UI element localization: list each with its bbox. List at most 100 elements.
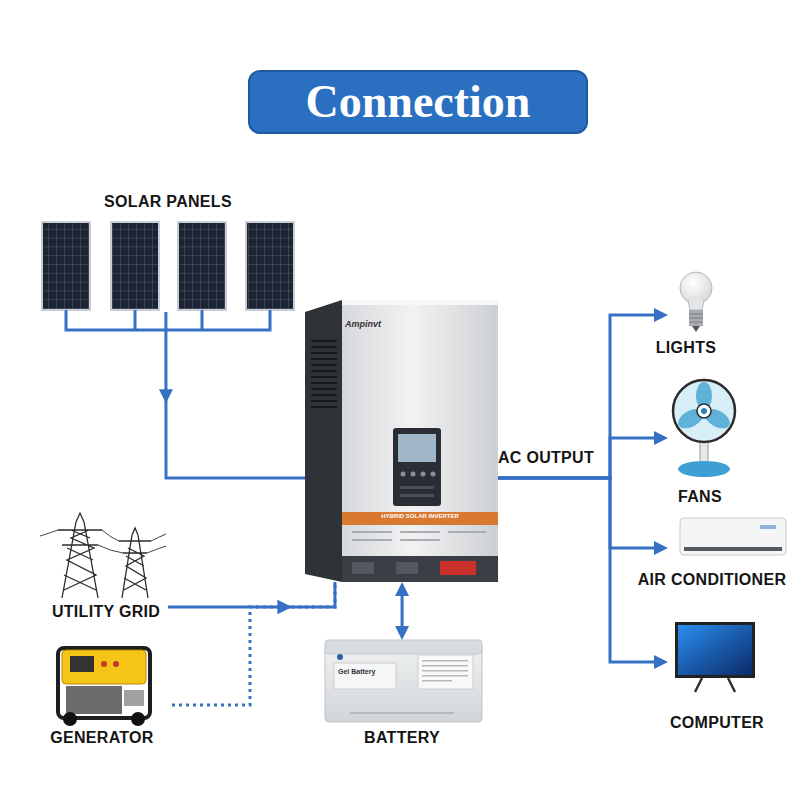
inverter-vent: [311, 388, 337, 390]
inverter-button: [421, 472, 426, 477]
pylon-illustration: [40, 513, 166, 598]
node-label: LIGHTS: [656, 338, 716, 358]
ac-display: [760, 525, 776, 529]
connector-line: [498, 478, 660, 548]
pylon-tower: [58, 513, 102, 598]
battery-spec-lines: [422, 660, 468, 662]
battery-spec-lines: [350, 712, 454, 714]
ac-body: [680, 518, 786, 555]
inverter-vent: [311, 400, 337, 402]
ac-output-arrow: [498, 431, 668, 478]
inverter-mode-marks: [448, 531, 486, 533]
fan-illustration: [673, 380, 735, 477]
monitor-bezel: [675, 622, 755, 678]
panel-combiner-wire: [65, 310, 272, 330]
generator-wheel: [63, 712, 77, 726]
inverter-terminal: [396, 562, 418, 574]
inverter-terminal: [352, 562, 374, 574]
inverter-front: [342, 300, 498, 582]
solar-panel-group: SOLAR PANELS: [40, 220, 298, 312]
inverter-vent: [311, 364, 337, 366]
inverter-vent: [311, 340, 337, 342]
arrowhead: [395, 582, 409, 596]
fan-cage: [673, 380, 735, 442]
inverter-vent: [311, 394, 337, 396]
bulb-tip: [692, 326, 700, 332]
arrowhead: [654, 308, 668, 322]
title-text: Connection: [306, 76, 531, 128]
inverter-top-edge: [342, 300, 498, 305]
load-air-conditioner: AIR CONDITIONER: [668, 516, 788, 558]
solar-panel: [178, 222, 226, 310]
node-label: AIR CONDITIONER: [638, 570, 787, 590]
fan-hub-center: [701, 408, 707, 414]
inverter-illustration: [305, 300, 498, 582]
generator-illustration: [58, 648, 150, 726]
inverter-vent: [311, 358, 337, 360]
node-label: GENERATOR: [50, 728, 153, 748]
battery-illustration: [325, 640, 482, 722]
connector-line: [498, 315, 660, 478]
arrowhead: [395, 626, 409, 640]
air-conditioner-illustration: [680, 518, 786, 555]
inverter-side: [305, 300, 342, 582]
inverter-mode-marks: [400, 531, 440, 533]
battery: Gel BatteryBATTERY: [322, 640, 484, 752]
node-label: FANS: [678, 487, 722, 507]
product-name: HYBRID SOLAR INVERTER: [381, 507, 459, 525]
connector-line: [498, 438, 660, 478]
arrowhead: [654, 541, 668, 555]
connector-line: [401, 590, 404, 632]
light-bulb-illustration: [680, 272, 712, 332]
connector-label: AC OUTPUT: [498, 448, 594, 468]
inverter-breaker: [440, 561, 476, 575]
inverter-button: [431, 472, 436, 477]
generator-muffler: [124, 690, 144, 706]
node-label: BATTERY: [364, 728, 440, 748]
inverter-button: [400, 486, 434, 489]
monitor-screen: [678, 625, 752, 675]
node-label: COMPUTER: [670, 713, 764, 733]
title-banner: Connection: [248, 70, 588, 134]
battery-link-arrow: [395, 582, 409, 640]
fan-base: [678, 461, 730, 477]
inverter-vent: [311, 340, 337, 408]
inverter-mode-marks: [352, 531, 486, 541]
node-label: UTILITY GRID: [52, 602, 160, 622]
inverter-vent: [311, 346, 337, 348]
arrowhead: [159, 389, 173, 403]
generator-tank: [62, 650, 146, 684]
battery-label: [334, 663, 396, 689]
monitor-illustration: [675, 622, 755, 692]
inverter-vent: [311, 352, 337, 354]
generator-engine: [66, 686, 122, 714]
inverter-terminal-panel: [342, 556, 498, 582]
brand-logo: Ampinvt: [345, 314, 381, 334]
battery-brand: Gel Battery: [338, 662, 375, 682]
connector-line: [172, 582, 335, 705]
utility-grid: UTILITY GRID: [40, 512, 168, 622]
battery-spec-lines: [422, 675, 468, 677]
monitor-stand: [695, 678, 735, 692]
dc-input-arrow: [159, 312, 305, 478]
generator-panel: [70, 656, 94, 672]
ac-vent: [684, 547, 782, 551]
generator: GENERATOR: [40, 636, 172, 752]
load-fans: FANS: [668, 380, 738, 480]
connector-line: [166, 312, 305, 478]
inverter-button: [400, 472, 436, 498]
inverter-lcd: [398, 434, 436, 462]
battery-spec-lines: [422, 665, 468, 667]
bulb-glass: [680, 272, 712, 304]
inverter-button: [400, 494, 434, 497]
inverter-vent: [311, 376, 337, 378]
bulb-thread: [689, 314, 703, 322]
inverter-mode-marks: [352, 531, 392, 533]
arrowhead: [654, 655, 668, 669]
inverter-button: [401, 472, 406, 477]
fan-hub: [697, 404, 711, 418]
solar-panel: [42, 222, 90, 310]
generator-wheel: [131, 712, 145, 726]
solar-panel-array: [42, 222, 294, 310]
pylon-tower: [119, 528, 151, 598]
